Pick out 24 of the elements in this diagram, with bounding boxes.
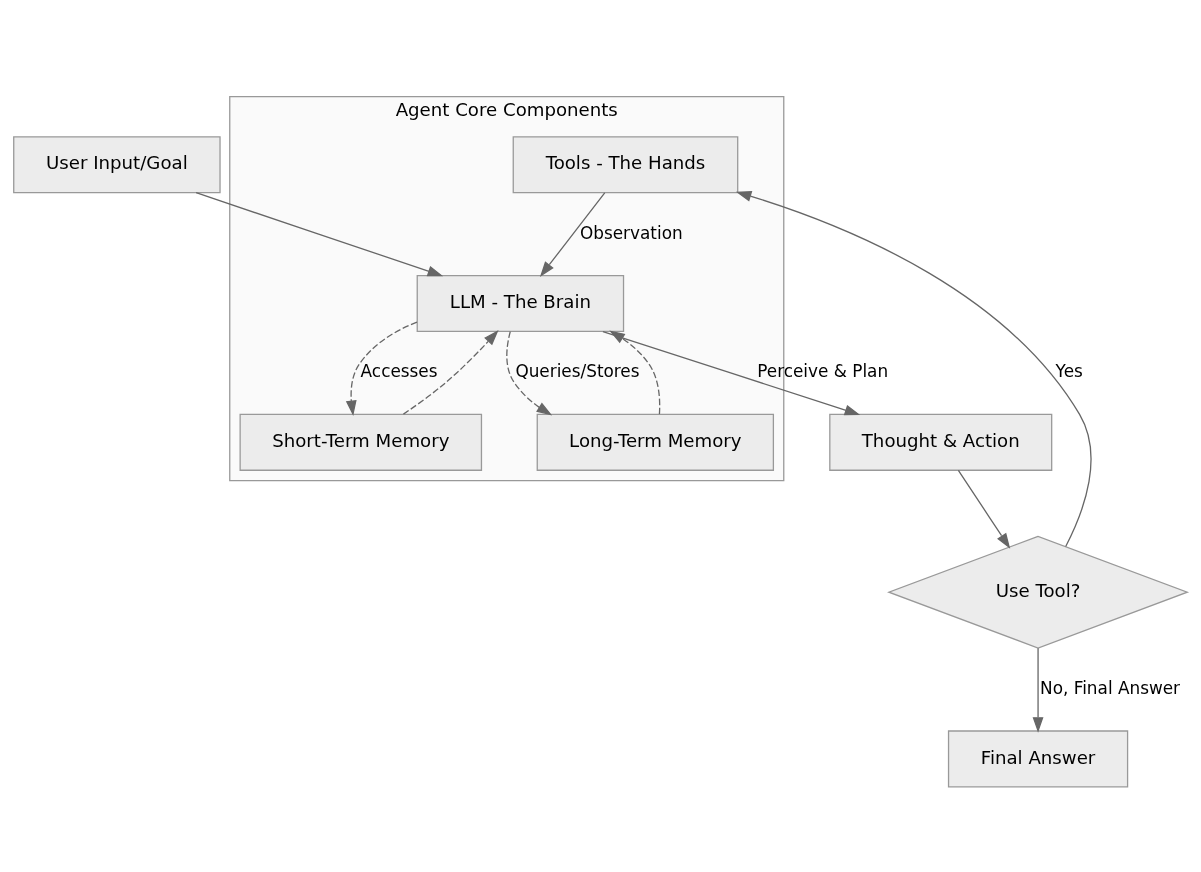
node-box: LLM - The Brain [416,274,625,332]
edge-label: Yes [1055,360,1083,381]
arrow [1032,647,1044,733]
arrow [602,330,861,415]
arrow [195,191,444,276]
node-box: Tools - The Hands [512,135,739,193]
arrow [735,190,1092,547]
node-box: Long-Term Memory [536,413,775,471]
arrow [506,330,553,415]
node-box: Final Answer [947,729,1129,787]
edge-label: Accesses [360,360,438,381]
arrow [402,329,499,415]
arrow [609,329,661,415]
node-diamond: Use Tool? [887,535,1190,649]
edge-label: Perceive & Plan [757,360,889,381]
edge-label: Observation [579,222,683,243]
node-box: Thought & Action [829,413,1053,471]
node-box: Short-Term Memory [239,413,483,471]
arrow [539,191,606,277]
arrow [345,321,418,416]
node-box: User Input/Goal [13,135,221,193]
arrow [957,469,1011,549]
edge-label: Queries/Stores [515,360,640,381]
edge-label: No, Final Answer [1040,677,1181,698]
